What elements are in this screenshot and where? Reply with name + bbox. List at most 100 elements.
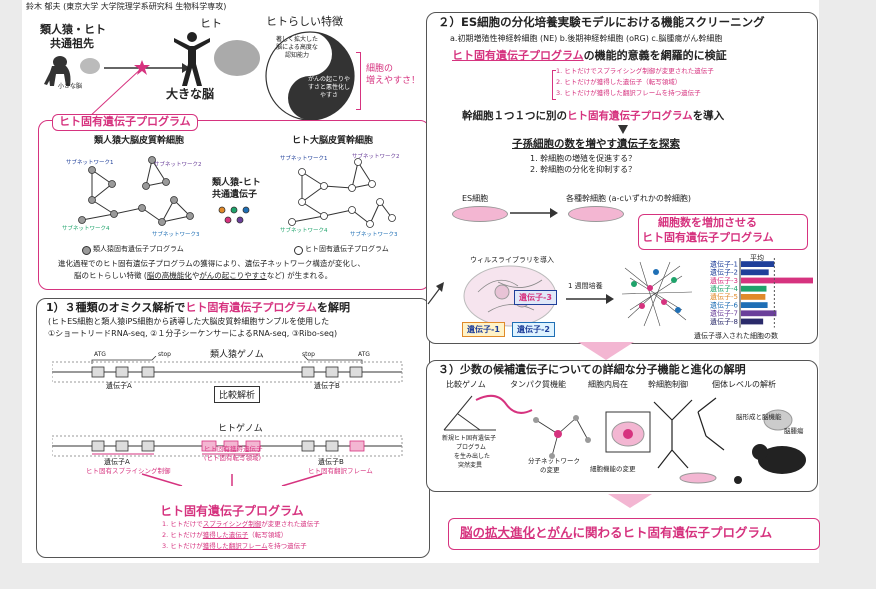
result-a: 脳の拡大進化 bbox=[460, 525, 536, 540]
virus-library-label: ウィルスライブラリを導入 bbox=[470, 256, 554, 264]
traits-circle bbox=[265, 31, 355, 121]
s3-illustrations bbox=[443, 394, 806, 484]
atg-label-1: ATG bbox=[94, 351, 106, 358]
s3-brain-tumor: 脳腫瘍 bbox=[784, 427, 804, 435]
small-brain-label: 小さな脳 bbox=[58, 83, 83, 90]
increase-1: 細胞数を増加させる bbox=[658, 216, 757, 229]
result-text: 脳の拡大進化とがんに関わるヒト固有遺伝子プログラム bbox=[460, 525, 772, 540]
s3-new-gene-2: プログラム bbox=[456, 444, 486, 451]
bar-label: 遺伝子-3 bbox=[710, 276, 738, 285]
small-brain-icon bbox=[80, 58, 100, 74]
week-culture-label: 1 週間培養 bbox=[568, 282, 603, 290]
bar-label: 遺伝子-5 bbox=[710, 292, 738, 301]
s3-new-gene-3: を生み出した bbox=[454, 453, 491, 460]
gene-2-label: 遺伝子-2 bbox=[517, 325, 550, 334]
big-brain-label: 大きな脳 bbox=[166, 87, 215, 101]
ape-genome-label: 類人猿ゲノム bbox=[210, 350, 264, 360]
bar bbox=[741, 261, 775, 267]
s3-h-1: 比較ゲノム bbox=[446, 380, 486, 389]
s2-intro-a: 幹細胞１つ１つに別の bbox=[462, 110, 567, 122]
s3-to-result-arrow bbox=[608, 494, 652, 508]
ape-subnet-1: サブネットワーク1 bbox=[66, 160, 114, 166]
count-caption: 遺伝子導入された細胞の数 bbox=[694, 332, 778, 340]
caption-part-c: や bbox=[191, 271, 200, 280]
bar bbox=[741, 285, 767, 292]
s1-program-title: ヒト固有遺伝子プログラム bbox=[160, 504, 304, 518]
expanded-cells-illustration bbox=[621, 261, 693, 327]
ape-subnet-4: サブネットワーク4 bbox=[62, 226, 110, 232]
human-subnet-2: サブネットワーク2 bbox=[352, 154, 400, 160]
result-c: がん bbox=[547, 525, 573, 540]
human-subnet-1: サブネットワーク1 bbox=[280, 156, 328, 162]
bar-label: 遺伝子-6 bbox=[710, 300, 739, 309]
trait-cancer: がんの起こりやすさと悪性化しやすさ bbox=[308, 76, 351, 99]
section-1-title: 1）３種類のオミクス解析でヒト固有遺伝子プログラムを解明 bbox=[46, 301, 350, 315]
bar bbox=[741, 318, 764, 325]
ancestor-label-2: 共通祖先 bbox=[50, 37, 94, 50]
caption-part-e: など) が生まれる。 bbox=[266, 271, 333, 280]
caption-part-a: 脳のヒトらしい特徴 ( bbox=[74, 271, 147, 280]
s2-intro: 幹細胞１つ１つに別のヒト固有遺伝子プログラムを導入 bbox=[462, 110, 724, 122]
atg-label-2: ATG bbox=[358, 351, 370, 358]
s1-item-2: 2. ヒトだけが獲得した遺伝子（転写領域） bbox=[162, 531, 288, 539]
s3-molnet-2: の変更 bbox=[540, 466, 560, 474]
ape-subnet-2: サブネットワーク2 bbox=[154, 162, 202, 168]
increase-box bbox=[638, 214, 808, 250]
acquired-gene-1: ヒト固有獲得遺伝子 bbox=[204, 445, 263, 453]
s2-sub-1: 1. ヒトだけでスプライシング制御が変更された遺伝子 bbox=[556, 67, 714, 75]
section-2-title: ２）ES細胞の分化培養実験モデルにおける機能スクリーニング bbox=[438, 15, 765, 29]
s1-item-1b: スプライシング制御 bbox=[202, 520, 262, 528]
bar bbox=[741, 269, 769, 276]
s2-intro-c: を導入 bbox=[692, 110, 725, 122]
cell-growth-1: 細胞の bbox=[366, 64, 394, 74]
s2-sub-3: 3. ヒトだけが獲得した翻訳フレームを持つ遺伝子 bbox=[556, 89, 701, 97]
human-subnet-3: サブネットワーク3 bbox=[350, 232, 398, 238]
ape-icon bbox=[44, 56, 71, 86]
bar-label: 遺伝子-2 bbox=[710, 268, 738, 277]
stop-label-2: stop bbox=[302, 351, 315, 358]
es-dish-icon bbox=[452, 206, 508, 222]
legend-ape: 類人猿固有遺伝子プログラム bbox=[93, 245, 184, 253]
s1-item-3c: を持つ遺伝子 bbox=[267, 542, 307, 550]
s3-new-gene-1: 新規ヒト固有遺伝子 bbox=[442, 435, 497, 442]
gene-3-label: 遺伝子-3 bbox=[519, 293, 552, 302]
s2-q-2: 2. 幹細胞の分化を抑制する？ bbox=[530, 165, 637, 174]
ape-stem-title: 類人猿大脳皮質幹細胞 bbox=[94, 136, 185, 146]
trait-cognition: 著しく拡大した脳による高度な認知能力 bbox=[275, 36, 318, 59]
legend-human-dot bbox=[294, 246, 303, 255]
author-line: 鈴木 郁夫 (東京大学 大学院理学系研究科 生物科学専攻) bbox=[26, 2, 227, 11]
gene-1-tag: 遺伝子-1 bbox=[462, 322, 505, 337]
s1-item-2c: （転写領域） bbox=[248, 531, 288, 539]
s1-line-2: ①ショートリードRNA-seq, ②１分子シーケンサーによるRNA-seq, ③… bbox=[48, 329, 338, 338]
s3-h-3: 細胞内局在 bbox=[588, 380, 628, 389]
cell-growth-2: 増えやすさ！ bbox=[366, 76, 421, 86]
stem-dish-icon bbox=[568, 206, 624, 222]
human-genome-label: ヒトゲノム bbox=[218, 424, 263, 434]
section-1-panel bbox=[36, 298, 430, 558]
s2-sub-bracket bbox=[552, 70, 556, 100]
bar bbox=[741, 302, 768, 308]
s1-item-3: 3. ヒトだけが獲得した翻訳フレームを持つ遺伝子 bbox=[162, 542, 307, 550]
s2-program-line-b: の機能的意義を網羅的に検証 bbox=[583, 49, 727, 62]
s3-molnet-1: 分子ネットワーク bbox=[528, 457, 580, 465]
s2-search: 子孫細胞の数を増やす遺伝子を探索 bbox=[512, 138, 680, 150]
gene-b2-label: 遺伝子B bbox=[318, 458, 344, 466]
bar bbox=[741, 310, 777, 317]
program-box-title: ヒト固有遺伝子プログラム bbox=[52, 114, 198, 131]
bar-label: 遺伝子-7 bbox=[710, 309, 738, 318]
bar bbox=[741, 294, 766, 300]
program-box-title-text: ヒト固有遺伝子プログラム bbox=[59, 115, 191, 128]
human-icon bbox=[174, 32, 210, 86]
es-cell-label: ES細胞 bbox=[462, 194, 489, 203]
increase-2: ヒト固有遺伝子プログラム bbox=[642, 231, 774, 244]
caption-part-d: がんの起こりやすさ bbox=[199, 271, 267, 280]
shared-genes-1: 類人猿-ヒト bbox=[212, 178, 261, 188]
s2-q-1: 1. 幹細胞の増殖を促進する？ bbox=[530, 154, 637, 163]
s1-item-2b: 獲得した遺伝子 bbox=[202, 531, 249, 539]
s3-h-4: 幹細胞制御 bbox=[648, 380, 688, 389]
s2-arrow-1 bbox=[618, 125, 628, 134]
human-subnet-4: サブネットワーク4 bbox=[280, 228, 328, 234]
s3-new-gene-4: 突然変異 bbox=[458, 462, 483, 469]
acquired-gene-2: (ヒト固有転写領域) bbox=[204, 454, 262, 462]
gene-1-label: 遺伝子-1 bbox=[467, 325, 500, 334]
